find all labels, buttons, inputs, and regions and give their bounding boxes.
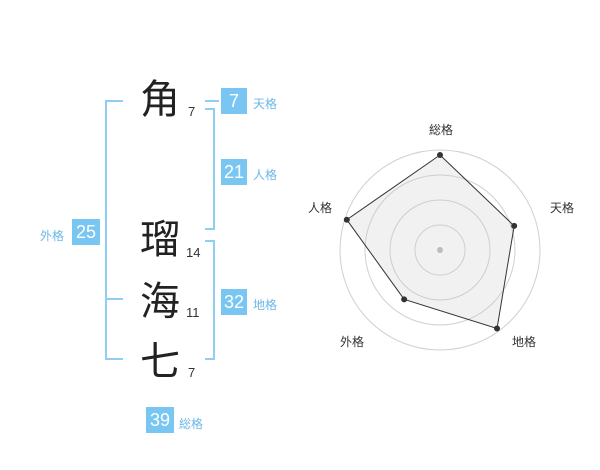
jinkaku-label: 人格 — [253, 168, 278, 182]
stroke-count-3: 11 — [186, 305, 200, 320]
gaikaku-label: 外格 — [40, 229, 65, 243]
radar-point-2 — [494, 325, 501, 332]
radar-axis-label-chikaku: 地格 — [512, 334, 536, 349]
jinkaku-bracket-bottom — [205, 228, 215, 230]
radar-ring-2 — [389, 199, 491, 301]
gaikaku-bracket-bottom — [105, 358, 123, 360]
tenkaku-label: 天格 — [253, 97, 278, 111]
name-char-2: 瑠 — [140, 217, 180, 263]
name-char-4: 七 — [140, 339, 180, 385]
radar-axis-label-jinkaku: 人格 — [308, 200, 332, 215]
chikaku-bracket-vertical — [213, 240, 215, 360]
chikaku-bracket-top — [205, 240, 215, 242]
name-char-3: 海 — [140, 279, 180, 325]
stroke-count-1: 7 — [188, 104, 196, 119]
radar-axis-label-soukaku: 総格 — [429, 122, 453, 137]
radar-point-3 — [401, 296, 408, 303]
gaikaku-bracket-vertical — [105, 100, 107, 360]
tenkaku-tick — [205, 100, 219, 102]
stroke-count-2: 14 — [186, 245, 201, 260]
gaikaku-bracket-top — [105, 100, 123, 102]
radar-value-polygon — [346, 154, 515, 330]
radar-point-0 — [437, 152, 443, 158]
radar-center-dot — [437, 247, 443, 253]
radar-ring-1 — [414, 224, 466, 276]
tenkaku-badge: 7 — [221, 88, 247, 114]
radar-axis-label-tenkaku: 天格 — [550, 200, 574, 215]
jinkaku-badge: 21 — [221, 159, 247, 185]
chikaku-badge: 32 — [221, 289, 247, 315]
fortune-radar-chart: 総格 天格 地格 外格 人格 — [308, 122, 574, 351]
chikaku-label: 地格 — [253, 298, 278, 312]
radar-ring-3 — [364, 174, 516, 326]
stroke-count-4: 7 — [188, 365, 196, 380]
jinkaku-bracket-vertical — [213, 108, 215, 230]
radar-point-4 — [343, 216, 350, 223]
chikaku-bracket-bottom — [205, 358, 215, 360]
radar-point-1 — [511, 222, 518, 229]
jinkaku-bracket-top — [205, 108, 215, 110]
radar-ring-4 — [339, 149, 541, 351]
soukaku-badge: 39 — [146, 407, 174, 433]
radar-axis-label-gaikaku: 外格 — [340, 334, 364, 349]
name-char-1: 角 — [140, 77, 180, 123]
soukaku-label: 総格 — [179, 417, 204, 431]
gaikaku-badge: 25 — [72, 219, 100, 245]
gaikaku-bracket-middle — [105, 298, 123, 300]
